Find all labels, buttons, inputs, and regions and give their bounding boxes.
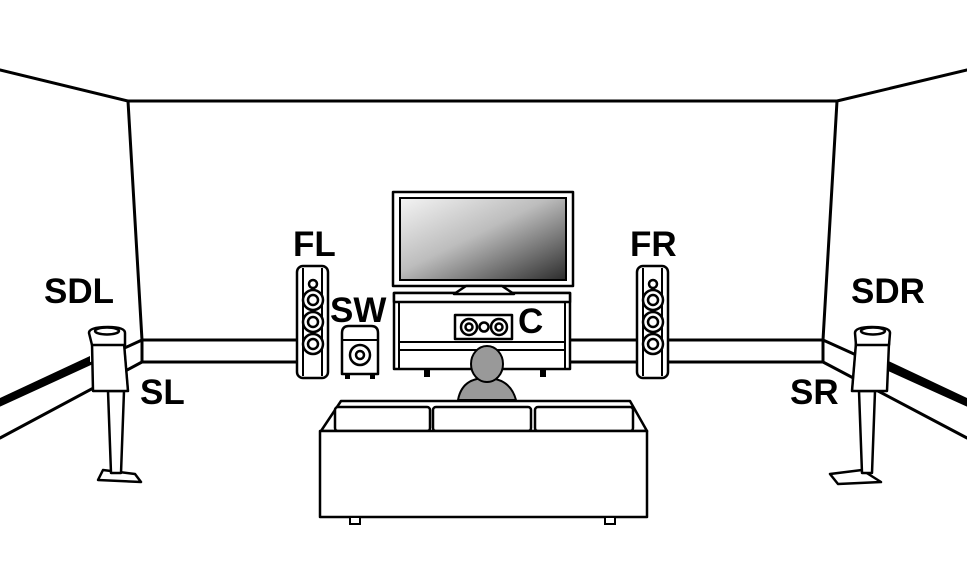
- label-sl: SL: [140, 373, 185, 412]
- sl-stand-pole: [106, 389, 126, 475]
- sofa-body: [318, 429, 649, 519]
- ceiling-left-edge: [0, 68, 130, 103]
- baseboard-corners: [140, 338, 825, 364]
- ceiling-right-edge: [835, 68, 967, 103]
- subwoofer: [340, 324, 380, 379]
- label-sdr: SDR: [851, 272, 925, 311]
- sl-stand-base: [96, 468, 143, 484]
- right-surround-speaker: [828, 325, 892, 486]
- label-sdl: SDL: [44, 272, 114, 311]
- left-baseboard-shadow: [0, 356, 90, 406]
- tv-stand-sides: [398, 302, 566, 369]
- tv-base: [452, 284, 516, 296]
- label-sr: SR: [790, 373, 839, 412]
- room: [0, 68, 967, 440]
- back-baseboard: [140, 338, 825, 364]
- sr-stand-pole: [857, 389, 877, 475]
- sofa-cushion-middle: [431, 405, 533, 433]
- wall-corner-right: [821, 99, 839, 342]
- sl-speaker-box: [90, 341, 130, 393]
- sr-stand-base: [828, 468, 883, 486]
- sr-speaker-box: [850, 341, 891, 393]
- sofa-cushion-left: [333, 405, 432, 433]
- wall-corner-left: [126, 99, 144, 342]
- left-surround-speaker: [87, 325, 143, 484]
- sofa: [318, 399, 649, 525]
- right-baseboard-shadow: [880, 357, 967, 406]
- label-fl: FL: [293, 225, 336, 264]
- front-right-speaker: [635, 264, 670, 380]
- center-speaker: [453, 313, 514, 341]
- tv-stand-foot-left: [424, 369, 430, 377]
- listener: [456, 345, 518, 401]
- tv-screen: [399, 197, 567, 281]
- label-sw: SW: [330, 291, 386, 330]
- listener-head: [470, 345, 504, 383]
- sofa-cushion-right: [533, 405, 635, 433]
- front-left-speaker: [295, 264, 330, 380]
- label-c: C: [518, 302, 543, 341]
- label-fr: FR: [630, 225, 677, 264]
- tv-stand-foot-right: [540, 369, 546, 377]
- tv: [391, 190, 575, 296]
